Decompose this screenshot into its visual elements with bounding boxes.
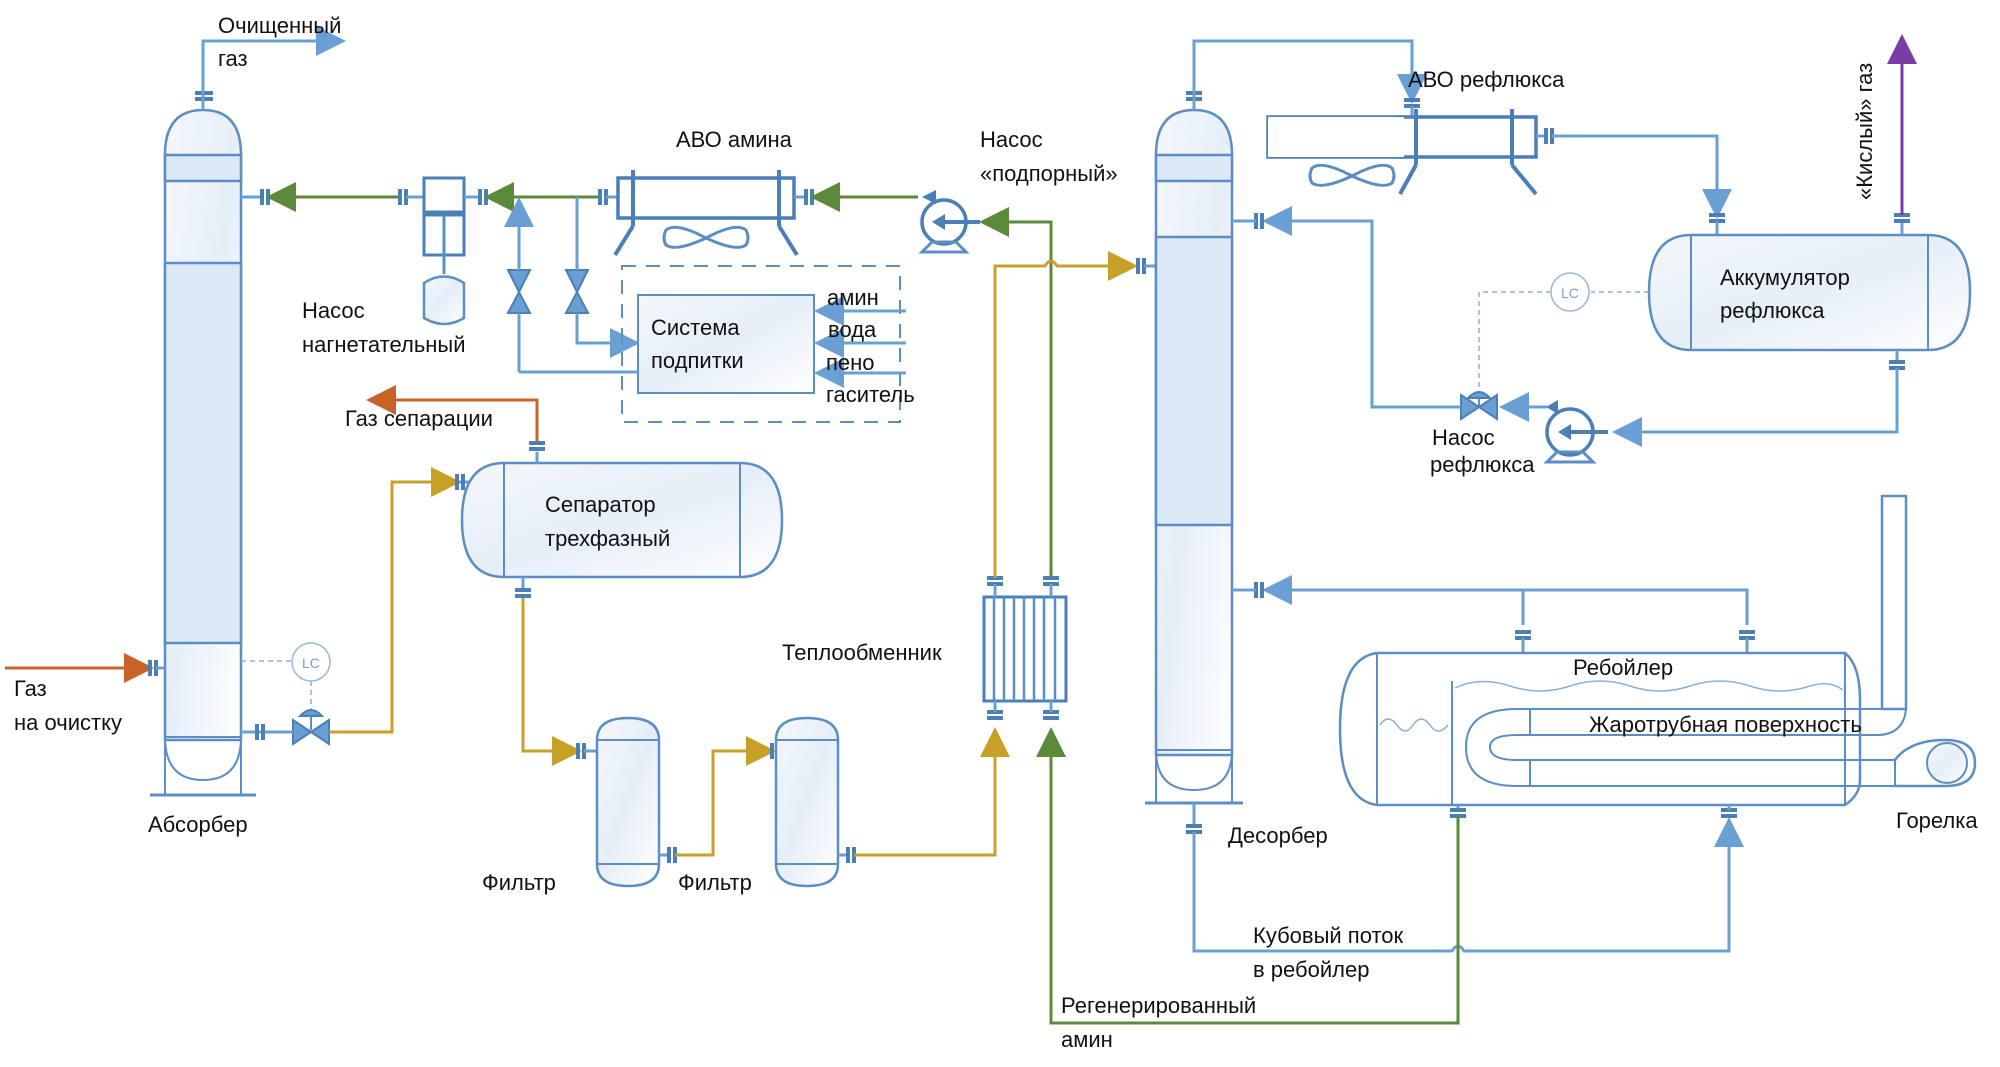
makeup-valve-2[interactable] (564, 269, 590, 314)
reflux-accumulator[interactable] (1647, 233, 1972, 352)
heat-exchanger[interactable] (982, 595, 1068, 703)
filter-2[interactable] (774, 716, 840, 888)
amine-air-cooler[interactable] (613, 170, 799, 257)
filter-1[interactable] (595, 716, 661, 888)
reflux-cooler-fan-icon (1308, 163, 1396, 187)
booster-pump[interactable] (918, 190, 980, 254)
makeup-input-antifoam-2: гаситель (826, 382, 915, 407)
clean-gas-label-2: газ (218, 46, 248, 71)
booster-pump-label-1: Насос (980, 127, 1043, 152)
exhaust-stack (1880, 494, 1908, 711)
reflux-accumulator-label-1: Аккумулятор (1720, 265, 1850, 290)
desorber-label: Десорбер (1228, 823, 1328, 848)
makeup-input-amine: амин (827, 285, 879, 310)
clean-gas-label-1: Очищенный (218, 13, 341, 38)
absorber-label: Абсорбер (148, 812, 248, 837)
amine-cooler-label: АВО амина (676, 127, 793, 152)
fire-tube-label: Жаротрубная поверхность (1589, 712, 1862, 737)
injection-pump-label-1: Насос (302, 298, 365, 323)
makeup-input-antifoam-1: пено (826, 350, 875, 375)
acid-gas-label: «Кислый» газ (1852, 63, 1877, 200)
three-phase-separator[interactable] (460, 461, 784, 579)
heat-exchanger-label: Теплообменник (782, 640, 942, 665)
separation-gas-label: Газ сепарации (345, 406, 493, 431)
reflux-pump[interactable] (1543, 400, 1608, 464)
feed-gas-inlet (5, 653, 165, 683)
absorber-column[interactable] (150, 108, 256, 797)
lc-label-accumulator: LC (1561, 285, 1579, 301)
feed-gas-label-2: на очистку (14, 710, 122, 735)
separator-label-2: трехфазный (545, 526, 670, 551)
regen-amine-label-2: амин (1061, 1027, 1113, 1052)
reflux-cooler-label: АВО рефлюкса (1408, 67, 1565, 92)
booster-pump-label-2: «подпорный» (980, 161, 1118, 186)
filter-1-label: Фильтр (482, 870, 556, 895)
bottoms-label-1: Кубовый поток (1253, 923, 1404, 948)
injection-pump-label-2: нагнетательный (302, 332, 466, 357)
regen-amine-label-1: Регенерированный (1061, 993, 1256, 1018)
fire-tube[interactable] (1464, 708, 1908, 787)
clean-gas-outlet (195, 26, 346, 110)
reflux-pump-label-1: Насос (1432, 425, 1495, 450)
makeup-inputs (814, 296, 906, 388)
reflux-pump-label-2: рефлюкса (1430, 452, 1535, 477)
makeup-valve-1[interactable] (506, 269, 532, 314)
makeup-input-water: вода (828, 317, 877, 342)
desorber-column[interactable] (1145, 108, 1243, 805)
absorber-control-valve[interactable] (292, 709, 330, 746)
makeup-system[interactable] (637, 294, 815, 394)
burner[interactable] (1894, 738, 1977, 788)
reflux-accumulator-label-2: рефлюкса (1720, 298, 1825, 323)
reflux-control-valve[interactable] (1460, 391, 1498, 421)
burner-label: Горелка (1896, 808, 1978, 833)
makeup-label-1: Система (651, 315, 740, 340)
separator-label-1: Сепаратор (545, 492, 656, 517)
reboiler-label: Ребойлер (1573, 655, 1673, 680)
makeup-label-2: подпитки (651, 348, 744, 373)
lc-label-absorber: LC (302, 655, 320, 671)
feed-gas-label-1: Газ (14, 676, 47, 701)
filter-2-label: Фильтр (678, 870, 752, 895)
injection-pump[interactable] (422, 176, 466, 326)
reflux-air-cooler-body[interactable] (1398, 109, 1538, 196)
bottoms-label-2: в ребойлер (1253, 957, 1369, 982)
